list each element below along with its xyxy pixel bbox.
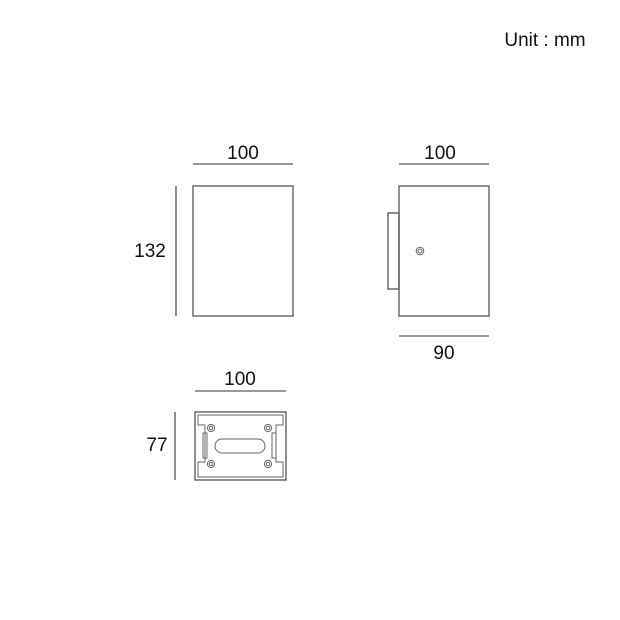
bottom-width-label: 100 <box>224 369 256 390</box>
unit-label: Unit : mm <box>504 30 585 51</box>
side-body-outline <box>398 185 490 317</box>
front-width-label: 100 <box>227 143 259 164</box>
side-depth-label: 90 <box>433 343 454 364</box>
left-slot <box>202 432 208 459</box>
cable-opening <box>214 438 266 454</box>
front-view: 100 132 <box>134 143 294 317</box>
mounting-plate <box>197 414 284 478</box>
front-body-outline <box>192 185 294 317</box>
mounting-bracket <box>387 212 400 290</box>
right-slot <box>271 432 277 459</box>
screw-icon <box>206 423 273 469</box>
side-width-label: 100 <box>424 143 456 164</box>
bottom-height-label: 77 <box>146 435 167 456</box>
bottom-view: 100 77 <box>146 369 287 481</box>
side-view: 100 90 <box>387 143 490 364</box>
front-height-label: 132 <box>134 241 166 262</box>
screw-inner <box>417 248 423 254</box>
base-plate-outline <box>194 411 287 481</box>
screw-icon <box>415 246 425 256</box>
